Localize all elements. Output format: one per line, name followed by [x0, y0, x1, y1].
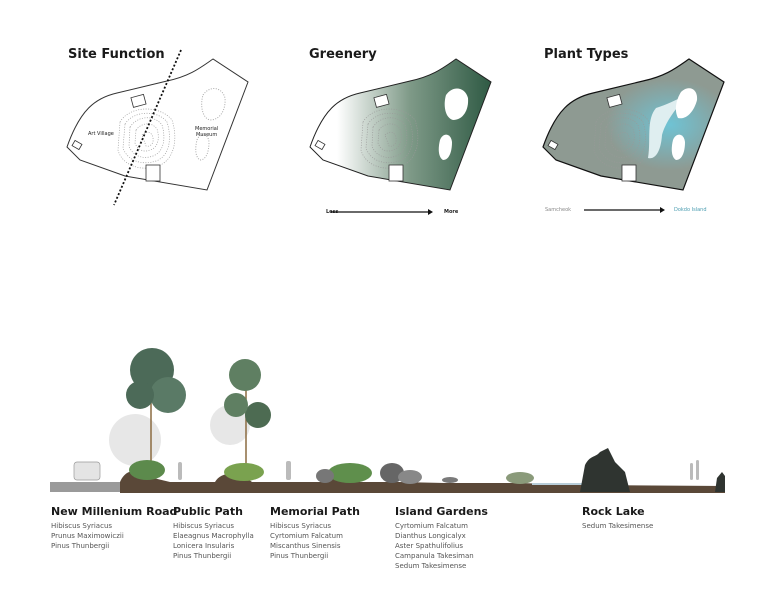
plant-types-legend-from: Samcheok: [545, 207, 572, 213]
memorial-museum-label-line1: Memorial: [195, 126, 219, 132]
greenery-legend-from: Less: [326, 209, 339, 215]
plant-item: Aster Spathulifolius: [395, 542, 463, 550]
zone-title: Island Gardens: [395, 505, 488, 518]
plant-item: Sedum Takesimense: [395, 562, 467, 570]
memorial-museum-label: Memorial Museum: [195, 126, 218, 138]
plant-item: Pinus Thunbergii: [270, 552, 329, 560]
shrub-icon: [506, 472, 534, 484]
greenery-map: [309, 58, 492, 215]
zone-rock-lake: Rock Lake Sedum Takesimense: [582, 505, 653, 531]
rock-icon: [398, 470, 422, 484]
plant-item: Sedum Takesimense: [582, 522, 654, 530]
shrub-icon: [328, 463, 372, 483]
plant-item: Miscanthus Sinensis: [270, 542, 341, 550]
zone-new-millenium-road: New Millenium Road Hibiscus Syriacus Pru…: [51, 505, 177, 551]
plant-item: Elaeagnus Macrophylla: [173, 532, 254, 540]
plant-item: Prunus Maximowiczii: [51, 532, 124, 540]
pine-tree-icon: [210, 359, 271, 481]
lake-water: [532, 483, 592, 485]
plant-item: Cyrtomium Falcatum: [395, 522, 468, 530]
plant-item: Hibiscus Syriacus: [51, 522, 113, 530]
zone-title: Rock Lake: [582, 505, 645, 518]
zone-title: New Millenium Road: [51, 505, 178, 518]
zone-title: Memorial Path: [270, 505, 360, 518]
landscape-section: [50, 348, 725, 493]
plant-types-map: [542, 58, 725, 213]
rock-formation-icon: [580, 448, 630, 492]
rock-icon: [380, 463, 404, 483]
plant-item: Campanula Takesiman: [395, 552, 474, 560]
memorial-museum-label-line2: Museum: [196, 132, 218, 138]
greenery-legend-to: More: [444, 209, 459, 215]
art-village-label: Art Village: [88, 131, 114, 137]
rock-icon: [316, 469, 334, 483]
person-icon: [690, 463, 693, 480]
greenery-title: Greenery: [309, 47, 377, 62]
person-icon: [696, 460, 699, 480]
road: [50, 482, 120, 492]
site-function-title: Site Function: [68, 47, 165, 62]
pine-tree-icon: [109, 348, 186, 480]
plant-item: Lonicera Insularis: [173, 542, 235, 550]
zone-memorial-path: Memorial Path Hibiscus Syriacus Cyrtomiu…: [270, 505, 360, 561]
person-icon: [286, 461, 291, 480]
plant-item: Dianthus Longicalyx: [395, 532, 466, 540]
zone-public-path: Public Path Hibiscus Syriacus Elaeagnus …: [173, 505, 254, 561]
plant-item: Cyrtomium Falcatum: [270, 532, 343, 540]
section-cut-line: [113, 49, 182, 206]
car-icon: [73, 461, 101, 481]
plant-item: Pinus Thunbergii: [173, 552, 232, 560]
plant-item: Hibiscus Syriacus: [270, 522, 332, 530]
soil-ground: [120, 471, 725, 493]
zone-title: Public Path: [173, 505, 243, 518]
plant-item: Hibiscus Syriacus: [173, 522, 235, 530]
person-icon: [178, 462, 182, 480]
plant-types-title: Plant Types: [544, 47, 629, 62]
plant-item: Pinus Thunbergii: [51, 542, 110, 550]
rock-formation-icon: [715, 472, 725, 492]
site-function-map: [66, 49, 249, 206]
rock-icon: [442, 477, 458, 483]
plant-types-legend-to: Dokdo Island: [674, 207, 707, 213]
zone-island-gardens: Island Gardens Cyrtomium Falcatum Dianth…: [395, 505, 488, 571]
